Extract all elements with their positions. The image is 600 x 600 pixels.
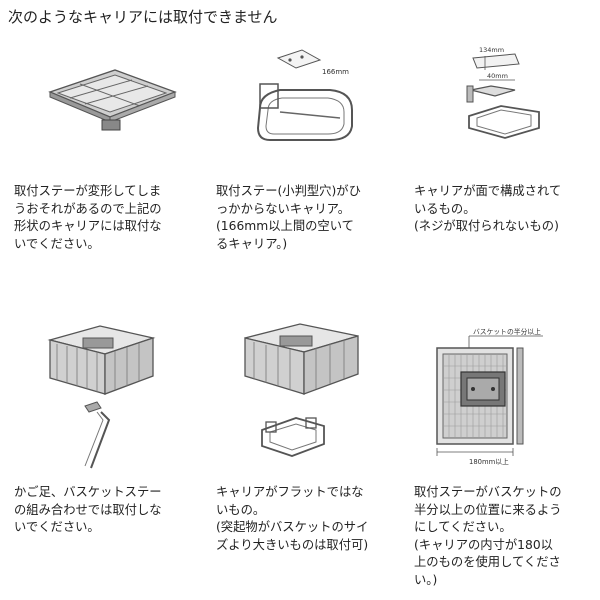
- caption-line: (突起物がバスケットのサイ: [216, 520, 369, 534]
- flat-carrier-illustration: [48, 69, 177, 131]
- caption-line: るキャリア。): [216, 236, 288, 251]
- item-3-figure: 134mm 40mm: [455, 42, 555, 146]
- plate-carrier-illustration: 134mm 40mm: [466, 46, 540, 139]
- item-1-caption: 取付ステーが変形してしま うおそれがあるので上記の 形状のキャリアには取付な い…: [14, 183, 162, 253]
- page-heading: 次のようなキャリアには取付できません: [8, 8, 278, 26]
- caption-line: 取付ステー(小判型穴)がひ: [216, 184, 361, 198]
- oval-hole-stay-illustration: 166mm: [256, 49, 353, 141]
- item-4-figure: [45, 320, 160, 474]
- caption-line: いるもの。: [414, 201, 476, 216]
- caption-line: いでください。: [14, 520, 100, 534]
- caption-line: いもの。: [216, 502, 266, 517]
- caption-line: 上のものを使用してくださ: [414, 555, 561, 569]
- caption-line: の組み合わせでは取付しな: [14, 502, 162, 517]
- basket-with-stays-illustration: [47, 325, 156, 469]
- caption-line: 取付ステーがバスケットの: [414, 485, 562, 499]
- caption-line: 取付ステーが変形してしま: [14, 184, 162, 198]
- caption-line: キャリアが面で構成されて: [414, 184, 562, 198]
- item-4-caption: かご足、バスケットステー の組み合わせでは取付しな いでください。: [14, 484, 162, 537]
- dimension-label: バスケットの半分以上: [473, 327, 541, 336]
- caption-line: っかからないキャリア。: [216, 201, 351, 216]
- caption-line: (166mm以上間の空いて: [216, 219, 354, 233]
- caption-line: (キャリアの内寸が180以: [414, 537, 553, 552]
- dimension-label: 40mm: [487, 72, 508, 80]
- caption-line: うおそれがあるので上記の: [14, 201, 162, 216]
- item-2-caption: 取付ステー(小判型穴)がひ っかからないキャリア。 (166mm以上間の空いて …: [216, 183, 361, 253]
- dimension-label: 166mm: [322, 68, 349, 76]
- caption-line: 形状のキャリアには取付な: [14, 219, 162, 233]
- dimension-label: 134mm: [479, 46, 504, 54]
- caption-line: ズより大きいものは取付可): [216, 537, 369, 552]
- caption-line: 半分以上の位置に来るよう: [414, 502, 562, 517]
- caption-line: にしてください。: [414, 520, 512, 534]
- basket-on-non-flat-carrier-illustration: [244, 323, 359, 457]
- item-3-caption: キャリアが面で構成されて いるもの。 (ネジが取付られないもの): [414, 183, 561, 236]
- item-1-figure: [40, 62, 180, 146]
- item-5-caption: キャリアがフラットではな いもの。 (突起物がバスケットのサイ ズより大きいもの…: [216, 484, 368, 554]
- caption-line: キャリアがフラットではな: [216, 485, 364, 499]
- caption-line: い。): [414, 572, 438, 587]
- basket-top-view-illustration: バスケットの半分以上 180mm以上: [436, 327, 543, 466]
- caption-line: かご足、バスケットステー: [14, 485, 162, 499]
- caption-line: いでください。: [14, 236, 100, 251]
- item-2-figure: 166mm: [240, 48, 370, 152]
- dimension-label: 180mm以上: [469, 457, 509, 466]
- item-6-figure: バスケットの半分以上 180mm以上: [425, 322, 555, 476]
- caption-line: (ネジが取付られないもの): [414, 219, 559, 233]
- item-6-caption: 取付ステーがバスケットの 半分以上の位置に来るよう にしてください。 (キャリア…: [414, 484, 562, 589]
- item-5-figure: [240, 318, 365, 472]
